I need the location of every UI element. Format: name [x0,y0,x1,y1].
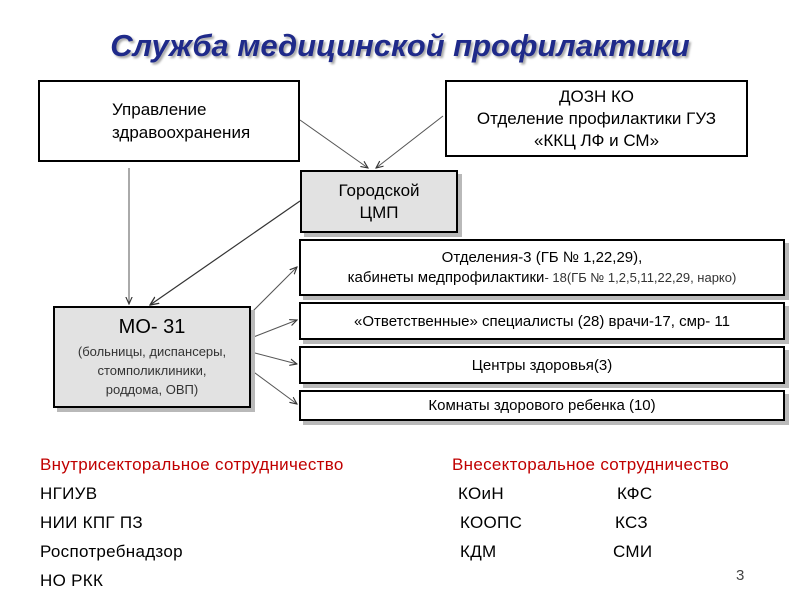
box-dozn-line-1: ДОЗН КО [559,86,634,106]
intra-item: Роспотребнадзор [40,542,183,561]
arrow-mo-to-otd [250,267,297,314]
arrow-cmp-to-mo [150,200,301,305]
intra-item: НГИУВ [40,484,98,503]
arrow-mo-to-otv [250,320,297,339]
box-rooms-text: Комнаты здорового ребенка (10) [428,397,656,414]
intra-item: НИИ КПГ ПЗ [40,513,143,532]
box-otd-line-1: Отделения-3 (ГБ № 1,22,29), [441,248,643,266]
arrow-dozn-to-cmp [376,115,444,168]
box-komnaty-rebenka: Комнаты здорового ребенка (10) [299,390,785,421]
arrow-mo-to-rooms [250,369,297,404]
inter-item: КОиН [458,484,504,503]
box-otvetstvennye: «Ответственные» специалисты (28) врачи-1… [299,302,785,340]
arrow-uprav-to-cmp [299,119,368,168]
box-dozn-ko: ДОЗН КО Отделение профилактики ГУЗ «ККЦ … [445,80,748,157]
box-centry-zdorovya: Центры здоровья(3) [299,346,785,384]
box-gorodskoy-cmp: Городской ЦМП [300,170,458,233]
box-dozn-line-3: «ККЦ ЛФ и СМ» [533,130,660,150]
inter-item: КООПС [460,513,523,532]
box-centers-text: Центры здоровья(3) [471,356,613,374]
box-mo-sub-2: стомполиклиники, [97,363,207,378]
box-otv-text: «Ответственные» специалисты (28) врачи-1… [354,312,730,330]
box-mo-sub-1: (больницы, диспансеры, [77,344,227,359]
inter-item: КДМ [460,542,497,561]
box-upravlenie-line-1: Управление [112,100,207,119]
inter-item: КСЗ [615,513,648,532]
box-mo-title: МО- 31 [118,316,186,338]
box-otd-line-2: кабинеты медпрофилактики- 18(ГБ № 1,2,5,… [348,268,737,288]
inter-item: КФС [617,484,653,503]
arrow-mo-to-centers [250,351,297,364]
box-cmp-line-2: ЦМП [359,202,399,222]
box-dozn-line-2: Отделение профилактики ГУЗ [476,108,717,128]
box-mo-31: МО- 31 (больницы, диспансеры, стомполикл… [53,306,251,408]
box-otd-line-2-main: кабинеты медпрофилактики [347,268,545,286]
box-otd-line-2-suffix: - 18(ГБ № 1,2,5,11,22,29, нарко) [544,269,737,285]
inter-item: СМИ [613,542,653,561]
box-otdeleniya: Отделения-3 (ГБ № 1,22,29), кабинеты мед… [299,239,785,296]
intra-item: НО РКК [40,571,104,590]
box-cmp-line-1: Городской [338,180,420,200]
box-upravlenie: Управление здравоохранения [38,80,300,162]
page-number: 3 [736,567,745,584]
box-mo-sub-3: роддома, ОВП) [105,382,199,397]
intra-heading: Внутрисекторальное сотрудничество [40,455,344,474]
slide-title: Служба медицинской профилактики [110,28,690,63]
inter-heading: Внесекторальное сотрудничество [452,455,729,474]
box-upravlenie-line-2: здравоохранения [112,123,251,142]
